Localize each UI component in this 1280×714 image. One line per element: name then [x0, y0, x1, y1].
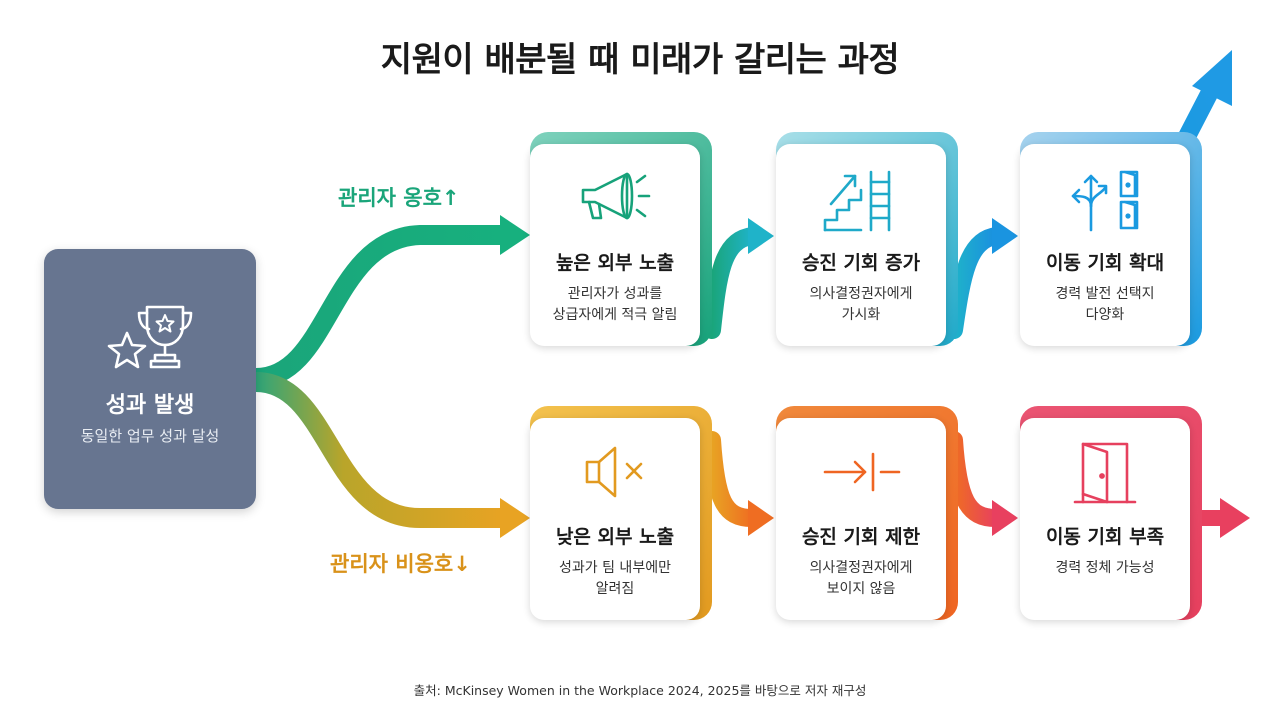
megaphone-icon: [581, 172, 651, 220]
card-title: 승진 기회 제한: [801, 526, 921, 548]
arrow-to-promotion-up: [703, 227, 761, 339]
speaker-muted-icon: [585, 446, 643, 498]
card-title: 승진 기회 증가: [801, 252, 921, 274]
arrowhead-promotion-limited: [748, 500, 774, 536]
arrow-blocked-icon: [823, 452, 901, 492]
arrow-to-mobility-lack: [945, 431, 1005, 527]
arrowhead-promotion-up: [748, 218, 774, 254]
card-title: 이동 기회 확대: [1045, 252, 1165, 274]
branching-arrows-doors-icon: [1071, 170, 1139, 232]
arrow-to-high-exposure: [246, 225, 515, 388]
card-title: 이동 기회 부족: [1045, 526, 1165, 548]
arrow-to-mobility-up: [945, 227, 1005, 339]
arrow-to-low-exposure: [246, 372, 515, 528]
source-box-performance: 성과 발생 동일한 업무 성과 달성: [44, 249, 256, 509]
source-title: 성과 발생: [105, 393, 195, 418]
card-description: 경력 정체 가능성: [1055, 560, 1155, 576]
branch-label-advocacy: 관리자 옹호↑: [338, 186, 460, 210]
trophy-star-icon: [107, 305, 193, 369]
arrowhead-growth-up: [1192, 50, 1232, 106]
arrowhead-mobility-up: [992, 218, 1018, 254]
arrowhead-stagnation: [1220, 498, 1250, 538]
source-footnote: 출처: McKinsey Women in the Workplace 2024…: [413, 683, 867, 698]
arrowhead-mobility-lack: [992, 500, 1018, 536]
arrow-to-promotion-limited: [703, 431, 761, 527]
card-title: 낮은 외부 노출: [555, 526, 675, 548]
stairs-up-icon: [823, 170, 891, 232]
arrowhead-low-exposure: [500, 498, 530, 538]
source-description: 동일한 업무 성과 달성: [80, 427, 220, 445]
arrowhead-high-exposure: [500, 215, 530, 255]
page-title: 지원이 배분될 때 미래가 갈리는 과정: [380, 40, 900, 80]
branch-label-no-advocacy: 관리자 비옹호↓: [330, 552, 471, 576]
card-mobility-lack: 이동 기회 부족 경력 정체 가능성: [1020, 406, 1202, 620]
card-title: 높은 외부 노출: [555, 252, 675, 274]
door-open-icon: [1073, 442, 1137, 504]
